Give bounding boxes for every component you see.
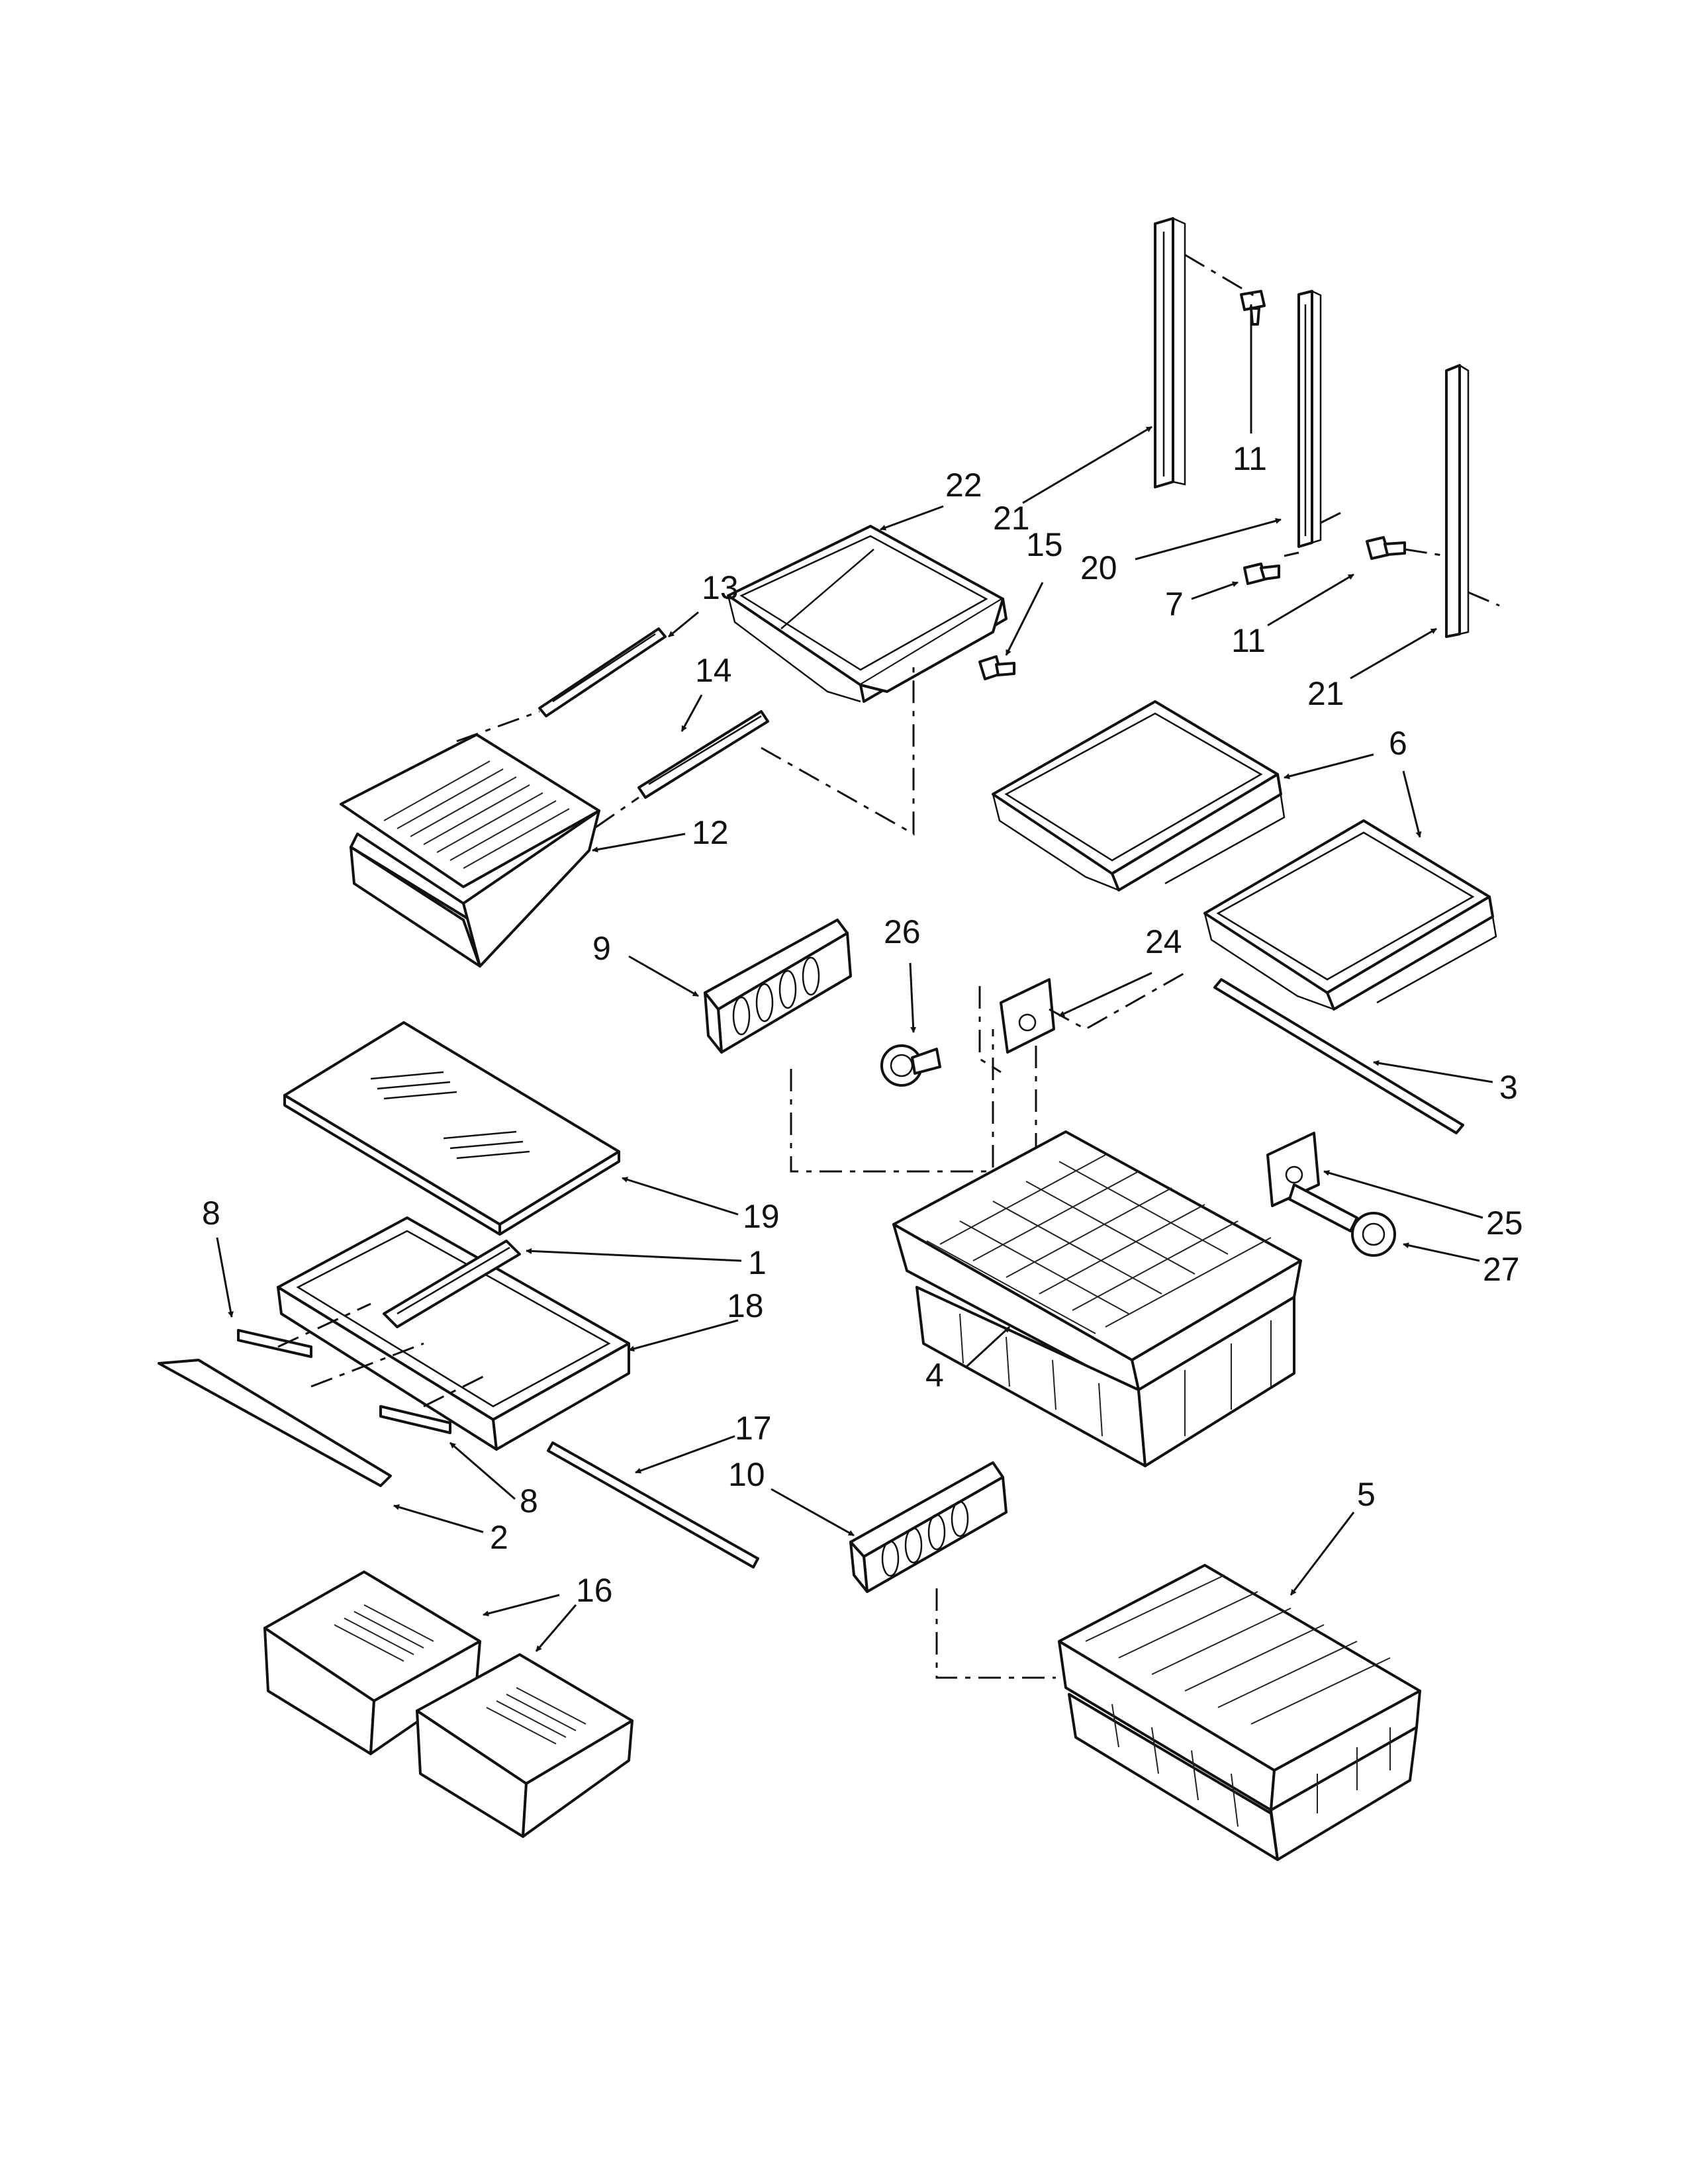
gear-26	[880, 1044, 941, 1087]
divider-bracket-10	[849, 1461, 1008, 1593]
callout-24: 24	[1145, 923, 1182, 960]
wire-basket-lower	[1058, 1564, 1421, 1861]
callout-3: 3	[1499, 1069, 1518, 1106]
slide-rail-13	[538, 627, 667, 717]
callout-17: 17	[735, 1410, 772, 1447]
callout-11: 11	[1233, 440, 1267, 477]
gear-27	[1288, 1183, 1396, 1257]
callout-19: 19	[743, 1198, 780, 1235]
slide-rail-14	[637, 710, 769, 799]
crisper-drawer-upper	[263, 1570, 481, 1755]
divider-bracket-9	[704, 919, 852, 1054]
callout-11: 11	[1231, 622, 1266, 659]
callout-2: 2	[490, 1519, 508, 1556]
crisper-frame	[277, 1216, 630, 1451]
callout-4: 4	[925, 1357, 944, 1394]
shelf-lower-right	[1203, 819, 1497, 1011]
callout-14: 14	[695, 652, 732, 689]
screw-7	[1243, 563, 1280, 585]
screw-11-lower	[1366, 536, 1406, 560]
clip-8-left	[237, 1329, 312, 1358]
mount-24	[1000, 978, 1055, 1054]
glass-shelf	[283, 1021, 620, 1236]
leader-lines	[216, 304, 1493, 1652]
callout-8: 8	[202, 1195, 220, 1232]
deli-drawer	[340, 733, 600, 968]
clip-8-right	[379, 1405, 451, 1434]
callout-25: 25	[1486, 1205, 1523, 1242]
callout-10: 10	[728, 1456, 765, 1493]
callout-21: 21	[993, 500, 1030, 537]
callout-15: 15	[1026, 526, 1063, 563]
shelf-rail-right	[1445, 364, 1470, 638]
callout-26: 26	[884, 913, 921, 950]
crisper-drawer-lower	[416, 1653, 633, 1838]
rod-3	[1213, 978, 1464, 1134]
callout-22: 22	[945, 467, 982, 504]
rod-17	[547, 1441, 759, 1569]
callout-27: 27	[1483, 1251, 1520, 1288]
callout-6: 6	[1389, 725, 1407, 762]
shelf-rail-center	[1297, 290, 1322, 548]
callout-13: 13	[702, 569, 739, 606]
callout-20: 20	[1080, 549, 1117, 586]
callout-12: 12	[692, 814, 729, 851]
shelf-top	[727, 525, 1008, 703]
wire-basket-large	[892, 1130, 1302, 1467]
front-trim-2	[158, 1359, 392, 1487]
screw-top	[1240, 290, 1266, 326]
callout-7: 7	[1165, 586, 1184, 623]
callout-16: 16	[576, 1572, 613, 1609]
slide-assembly-1	[383, 1240, 521, 1328]
callout-8: 8	[520, 1482, 538, 1520]
callout-labels: 22 21 15 11 20 7 11 21 13 14 12 6 9 26 2…	[202, 440, 1523, 1609]
callout-9: 9	[592, 930, 611, 967]
callout-18: 18	[727, 1287, 764, 1324]
callout-21: 21	[1307, 675, 1344, 712]
shelf-rail-left	[1154, 217, 1186, 488]
shelf-middle	[992, 700, 1286, 891]
screw-15	[978, 655, 1015, 680]
callout-1: 1	[748, 1244, 767, 1281]
callout-5: 5	[1357, 1476, 1376, 1513]
mount-25	[1266, 1132, 1320, 1207]
